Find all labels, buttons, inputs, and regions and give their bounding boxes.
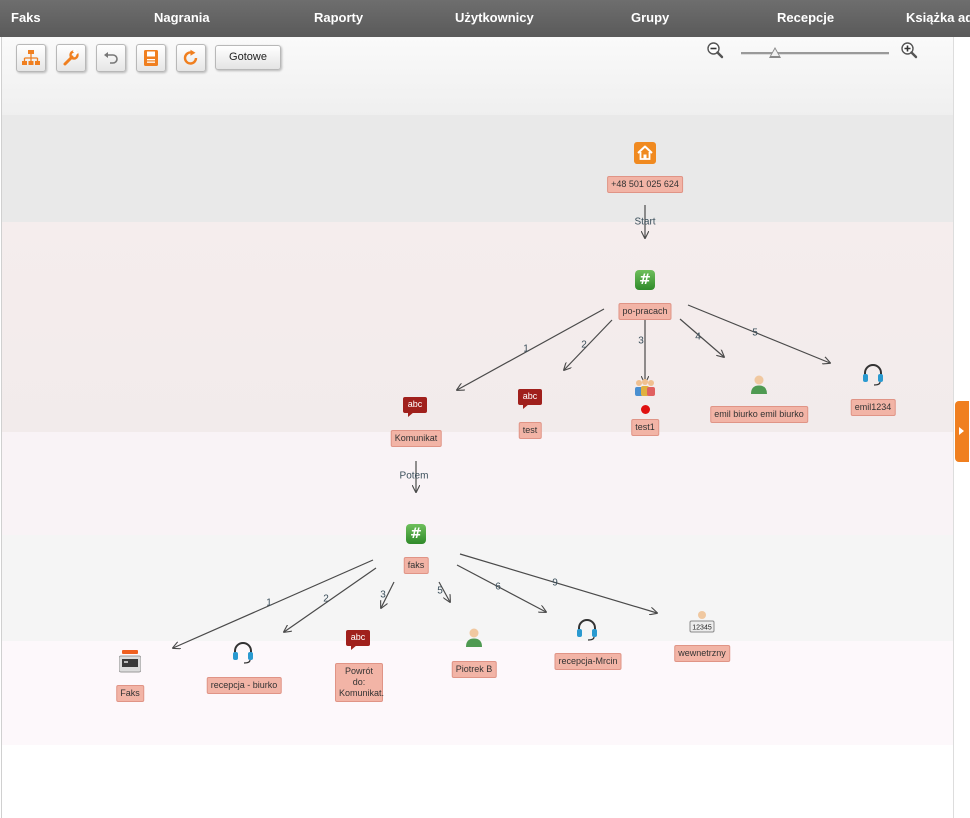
- extension-icon: 12345: [689, 611, 715, 633]
- top-navigation: Faks Nagrania Raporty Użytkownicy Grupy …: [0, 0, 970, 37]
- nav-raporty[interactable]: Raporty: [314, 10, 364, 25]
- node-label-piotrek-b[interactable]: Piotrek B: [451, 661, 497, 678]
- band-bottom: [2, 745, 954, 818]
- undo-icon: [104, 52, 118, 64]
- done-button[interactable]: Gotowe: [215, 45, 281, 70]
- node-label-menu-1[interactable]: po-pracach: [618, 303, 672, 320]
- user-icon: [466, 628, 482, 647]
- zoom-out-icon[interactable]: [706, 41, 724, 61]
- home-icon: [634, 142, 656, 164]
- refresh-button[interactable]: [176, 44, 206, 72]
- extension-number: 12345: [692, 625, 712, 632]
- edge-label-then: Potem: [399, 470, 429, 482]
- group-icon: [635, 379, 655, 396]
- headset-icon: [577, 619, 597, 641]
- node-label-test[interactable]: test: [518, 422, 542, 439]
- node-label-emil1234[interactable]: emil1234: [850, 399, 896, 416]
- nav-grupy[interactable]: Grupy: [631, 10, 670, 25]
- node-label-emil-biurko[interactable]: emil biurko emil biurko: [710, 406, 808, 423]
- band-level-1: [2, 115, 954, 222]
- structure-button[interactable]: [16, 44, 46, 72]
- chevron-right-icon: [959, 427, 964, 435]
- headset-icon: [233, 642, 253, 664]
- nav-ksiazka-adresowa[interactable]: Książka ad: [906, 10, 970, 25]
- user-icon: [751, 375, 767, 394]
- nav-uzytkownicy[interactable]: Użytkownicy: [455, 10, 534, 25]
- node-label-faks[interactable]: Faks: [116, 685, 144, 702]
- headset-icon: [863, 364, 883, 386]
- band-level-4: [2, 535, 954, 641]
- edge-label-key: 1: [523, 343, 529, 355]
- message-icon: abc: [518, 389, 542, 409]
- node-label-recepcja-biurko[interactable]: recepcja - biurko: [206, 677, 282, 694]
- edge-label-key: 6: [495, 581, 501, 593]
- side-panel-toggle[interactable]: [955, 401, 969, 462]
- save-icon: [144, 50, 158, 66]
- settings-button[interactable]: [56, 44, 86, 72]
- node-label-komunikat[interactable]: Komunikat: [390, 430, 442, 447]
- node-label-recepcja-mrcin[interactable]: recepcja-Mrcin: [554, 653, 622, 670]
- wrench-icon: [63, 49, 79, 66]
- zoom-slider-track[interactable]: [741, 52, 889, 55]
- edge-label-start: Start: [634, 216, 656, 228]
- hash-icon: #: [635, 270, 655, 290]
- band-level-5: [2, 641, 954, 745]
- structure-icon: [22, 50, 40, 65]
- hash-icon: #: [406, 524, 426, 544]
- message-icon: abc: [403, 397, 427, 417]
- band-level-2: [2, 222, 954, 432]
- zoom-slider-thumb[interactable]: [769, 47, 782, 58]
- undo-button[interactable]: [96, 44, 126, 72]
- node-label-start[interactable]: +48 501 025 624: [607, 176, 683, 193]
- edge-label-key: 5: [752, 327, 758, 339]
- node-label-powrot-komunikat[interactable]: Powrót do: Komunikat.: [335, 663, 384, 702]
- nav-faks[interactable]: Faks: [11, 10, 41, 25]
- status-dot-icon: [641, 405, 650, 414]
- nav-recepcje[interactable]: Recepcje: [777, 10, 835, 25]
- edge-label-key: 9: [552, 577, 558, 589]
- edge-label-key: 2: [581, 339, 587, 351]
- refresh-icon: [183, 49, 198, 65]
- zoom-in-icon[interactable]: [900, 41, 918, 61]
- nav-nagrania[interactable]: Nagrania: [154, 10, 210, 25]
- flow-canvas[interactable]: [1, 37, 954, 818]
- edge-label-key: 4: [695, 331, 701, 343]
- edge-label-key: 3: [638, 335, 644, 347]
- message-icon: abc: [346, 630, 370, 650]
- edge-label-key: 5: [437, 585, 443, 597]
- save-button[interactable]: [136, 44, 166, 72]
- band-level-3: [2, 432, 954, 535]
- edge-label-key: 2: [323, 593, 329, 605]
- node-label-menu-2[interactable]: faks: [403, 557, 429, 574]
- fax-icon: [119, 650, 141, 673]
- node-label-wewnetrzny[interactable]: wewnetrzny: [674, 645, 730, 662]
- node-label-test1[interactable]: test1: [631, 419, 659, 436]
- edge-label-key: 3: [380, 589, 386, 601]
- edge-label-key: 1: [266, 597, 272, 609]
